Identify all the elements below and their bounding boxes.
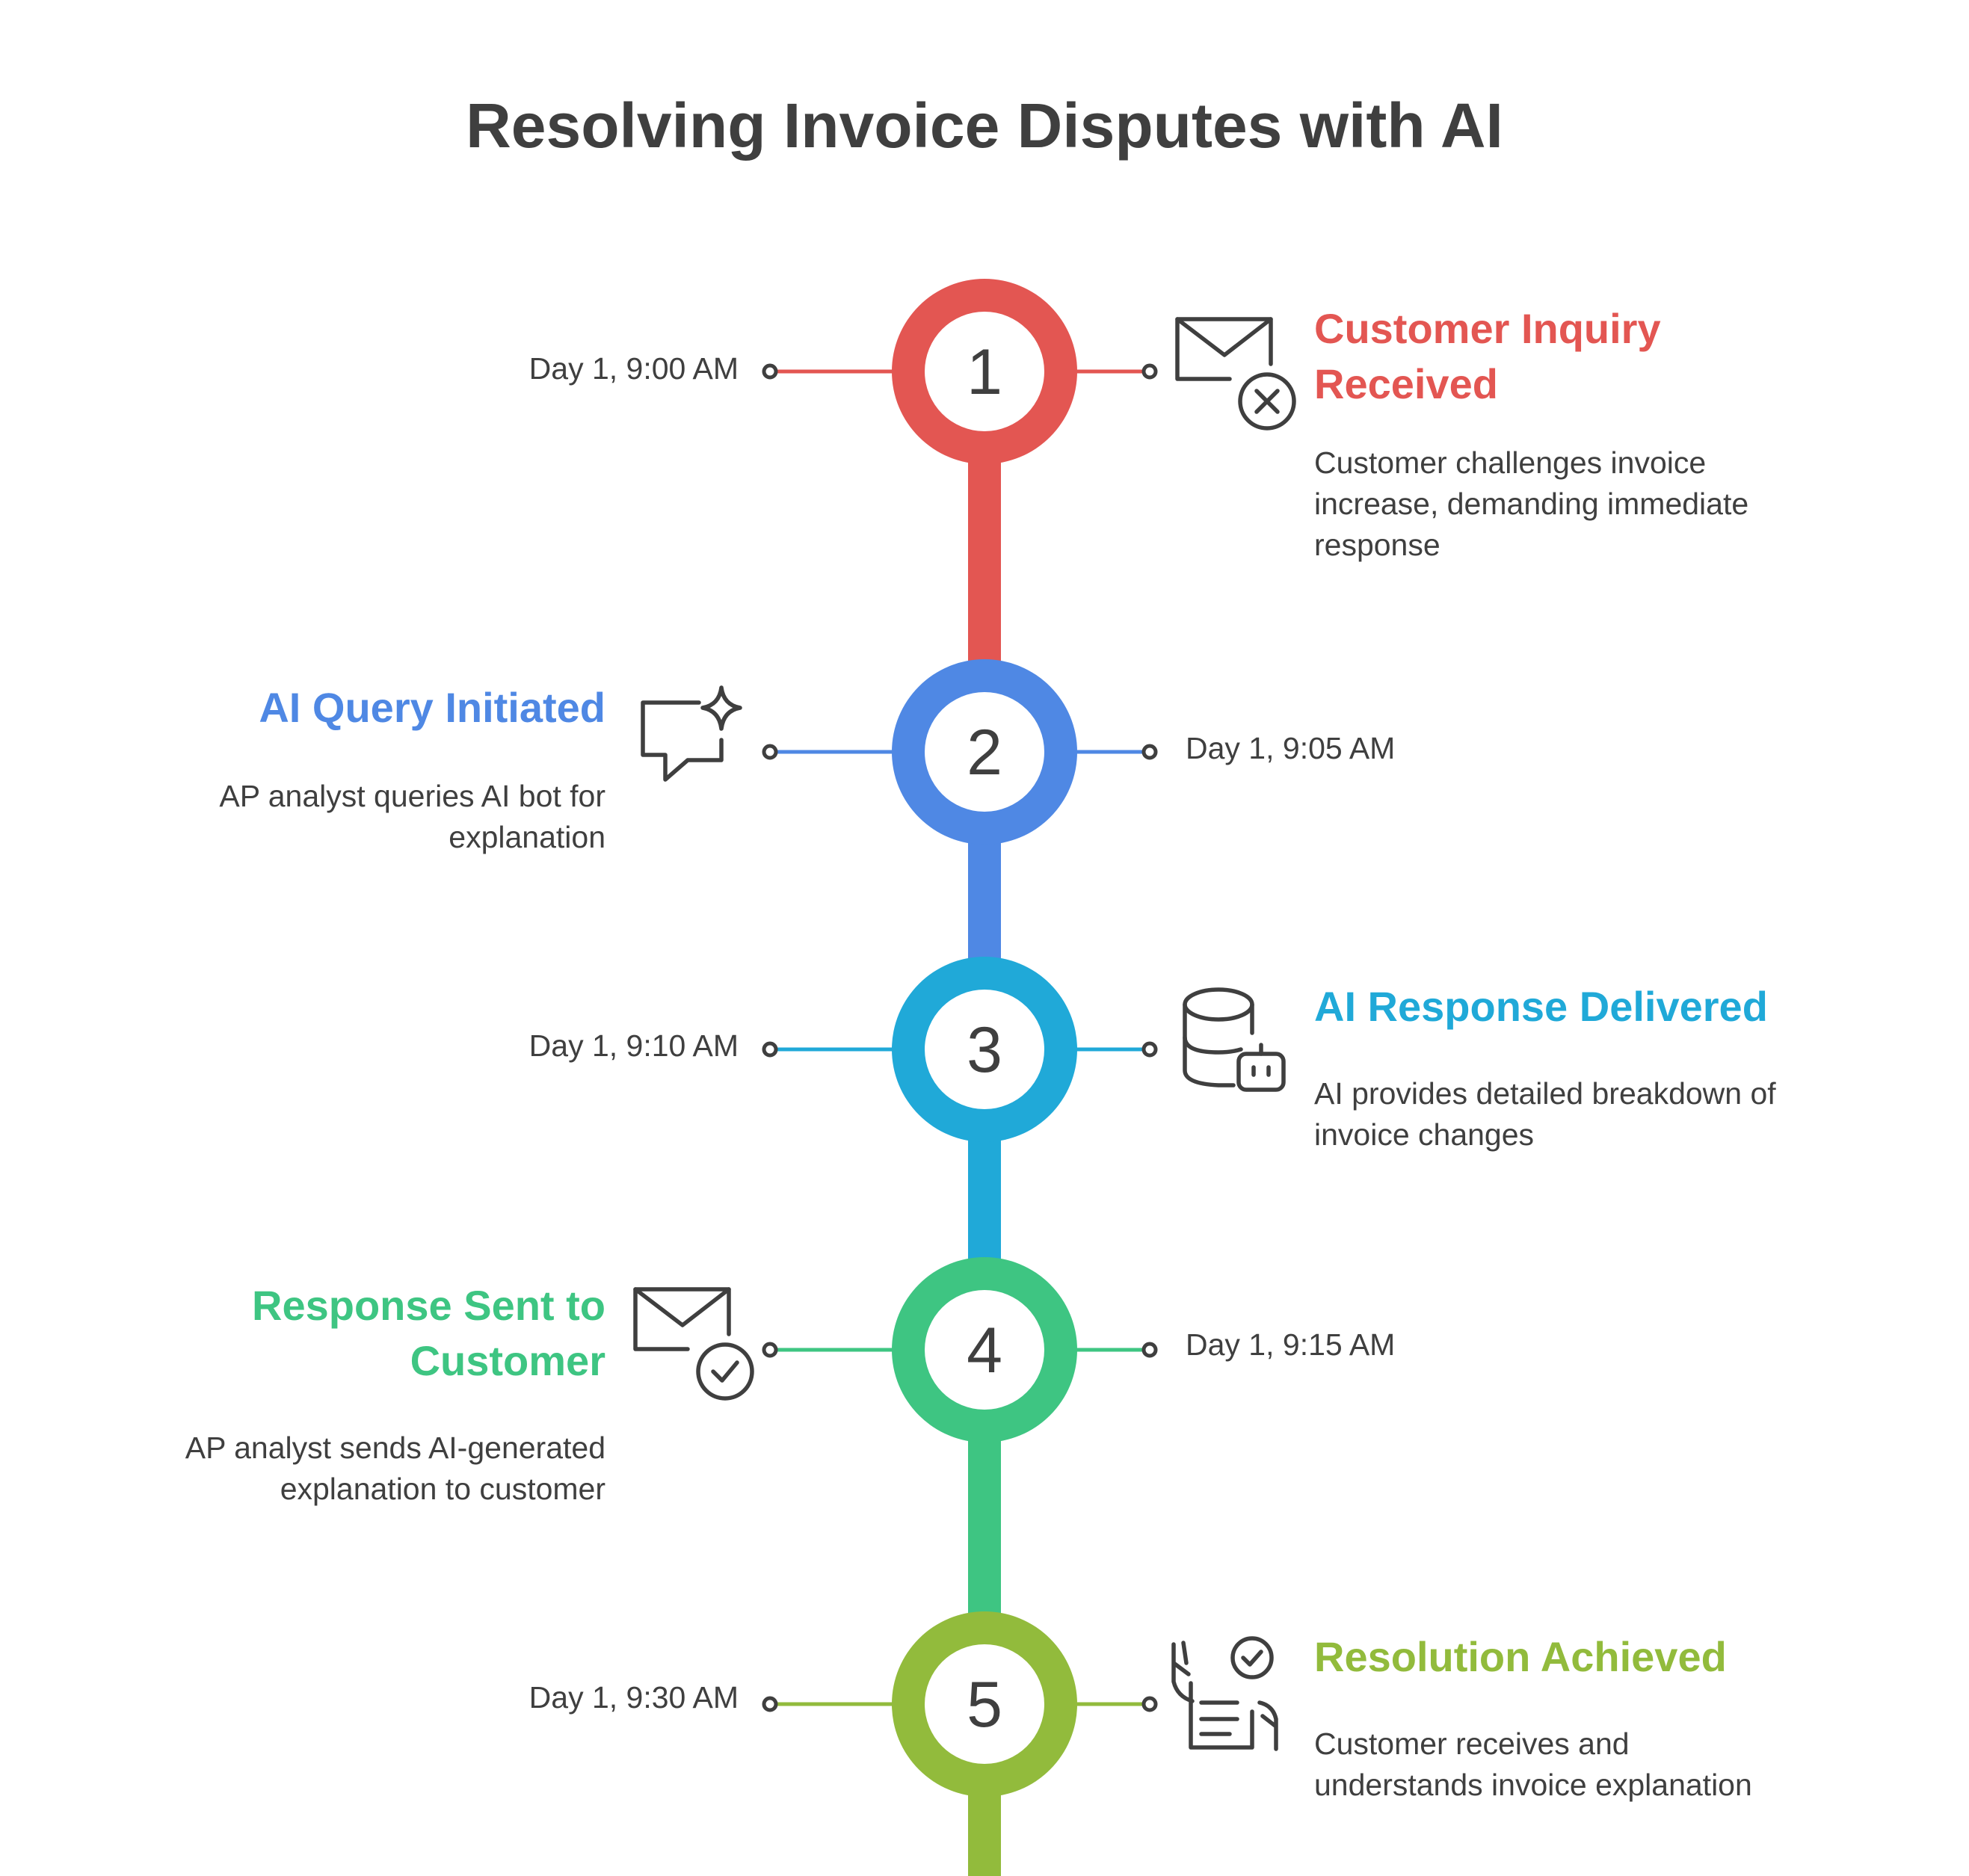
step-title-line: AI Response Delivered xyxy=(1314,983,1768,1030)
step-marker-center xyxy=(925,990,1044,1109)
leader-end-dot xyxy=(1141,363,1158,380)
step-time: Day 1, 9:00 AM xyxy=(529,351,739,386)
step-description-line: invoice changes xyxy=(1314,1117,1535,1152)
step-title: Response Sent to Customer xyxy=(252,1278,606,1389)
step-description-line: Customer challenges invoice xyxy=(1314,445,1707,480)
step-title-line: Resolution Achieved xyxy=(1314,1633,1727,1680)
step-title: Customer Inquiry Received xyxy=(1314,301,1661,412)
step-description: Customer challenges invoice increase, de… xyxy=(1314,442,1748,566)
mail-check-icon xyxy=(633,1287,754,1401)
step-marker-center xyxy=(925,1644,1044,1764)
step-description-line: AP analyst queries AI bot for xyxy=(219,779,606,813)
step-description-line: explanation to customer xyxy=(280,1472,606,1506)
step-description-line: response xyxy=(1314,528,1440,562)
step-description-line: AI provides detailed breakdown of xyxy=(1314,1076,1776,1111)
database-bot-icon xyxy=(1183,987,1286,1092)
step-number: 5 xyxy=(967,1669,1002,1741)
step-title-line: Customer xyxy=(410,1337,606,1384)
timeline-connector xyxy=(968,1794,1001,1876)
step-description-line: AP analyst sends AI-generated xyxy=(185,1431,606,1465)
leader-end-dot xyxy=(1141,1342,1158,1358)
step-title-line: Customer Inquiry xyxy=(1314,305,1661,352)
step-marker-center xyxy=(925,1290,1044,1410)
step-description: AP analyst queries AI bot for explanatio… xyxy=(219,776,606,858)
step-title: AI Response Delivered xyxy=(1314,979,1768,1034)
step-time: Day 1, 9:05 AM xyxy=(1186,731,1396,765)
step-title-line: Received xyxy=(1314,360,1498,407)
step-description-line: explanation xyxy=(449,820,606,854)
step-number: 1 xyxy=(967,336,1002,408)
step-marker-center xyxy=(925,692,1044,812)
timeline-connector xyxy=(968,1139,1001,1260)
page-title: Resolving Invoice Disputes with AI xyxy=(466,90,1503,161)
step-title-line: Response Sent to xyxy=(252,1282,606,1329)
leader-end-dot xyxy=(762,1696,778,1712)
step-title-line: AI Query Initiated xyxy=(259,684,606,731)
step-marker-center xyxy=(925,312,1044,431)
step-description-line: increase, demanding immediate xyxy=(1314,487,1749,521)
leader-end-dot xyxy=(762,1041,778,1058)
chat-sparkle-icon xyxy=(641,685,742,782)
leader-end-dot xyxy=(762,1342,778,1358)
mail-x-icon xyxy=(1175,317,1296,431)
timeline-connector xyxy=(968,1440,1001,1614)
step-time: Day 1, 9:15 AM xyxy=(1186,1327,1396,1362)
leader-end-dot xyxy=(762,744,778,760)
step-description: AI provides detailed breakdown of invoic… xyxy=(1314,1073,1776,1155)
timeline-connector xyxy=(968,842,1001,960)
step-description: Customer receives and understands invoic… xyxy=(1314,1724,1752,1806)
step-number: 3 xyxy=(967,1014,1002,1086)
leader-end-dot xyxy=(1141,744,1158,760)
step-number: 2 xyxy=(967,717,1002,789)
step-description-line: Customer receives and xyxy=(1314,1727,1630,1761)
leader-end-dot xyxy=(762,363,778,380)
step-description-line: understands invoice explanation xyxy=(1314,1768,1752,1802)
step-title: Resolution Achieved xyxy=(1314,1629,1727,1685)
step-title: AI Query Initiated xyxy=(259,680,606,735)
step-time: Day 1, 9:10 AM xyxy=(529,1028,739,1063)
document-check-icon xyxy=(1171,1636,1278,1751)
leader-end-dot xyxy=(1141,1041,1158,1058)
timeline-connector xyxy=(968,461,1001,662)
step-description: AP analyst sends AI-generated explanatio… xyxy=(185,1428,606,1510)
step-number: 4 xyxy=(967,1315,1002,1386)
step-time: Day 1, 9:30 AM xyxy=(529,1680,739,1715)
leader-end-dot xyxy=(1141,1696,1158,1712)
